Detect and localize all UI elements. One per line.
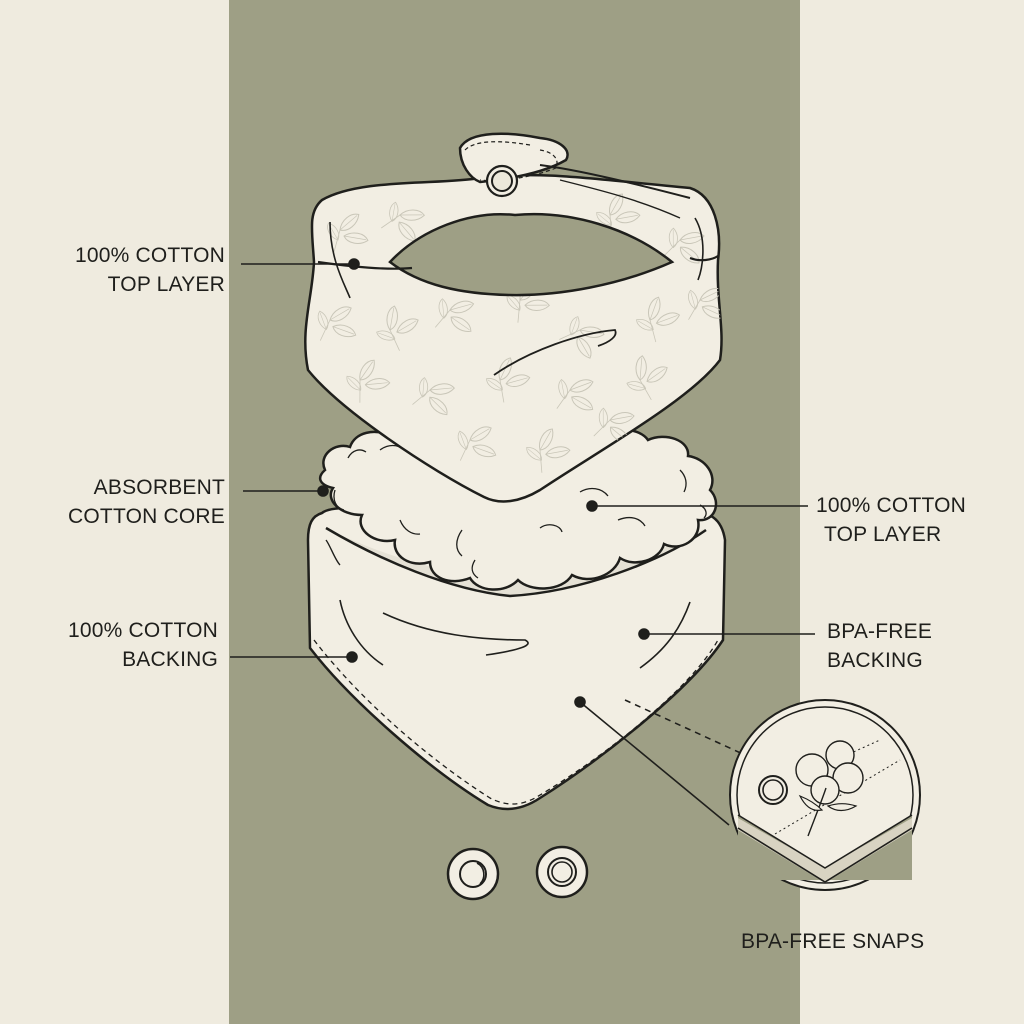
label-line: BACKING [827, 649, 923, 672]
label-cotton-top-layer-right: 100% COTTON TOP LAYER [816, 491, 966, 549]
label-line: 100% COTTON [74, 244, 225, 267]
label-line: 100% COTTON [816, 494, 967, 517]
label-line: COTTON CORE [68, 505, 225, 528]
patterned-top-layer [304, 132, 723, 503]
label-bpa-free-backing: BPA-FREE BACKING [827, 617, 932, 675]
label-line: BPA-FREE SNAPS [741, 930, 925, 953]
label-line: TOP LAYER [824, 523, 942, 546]
loose-snaps [446, 845, 589, 901]
backing-layer [306, 506, 727, 811]
label-absorbent-core: ABSORBENT COTTON CORE [68, 473, 225, 531]
label-cotton-top-layer-left: 100% COTTON TOP LAYER [75, 241, 225, 299]
label-cotton-backing: 100% COTTON BACKING [68, 616, 218, 674]
detail-inset [729, 699, 921, 891]
label-bpa-free-snaps: BPA-FREE SNAPS [741, 927, 924, 956]
label-line: TOP LAYER [107, 273, 225, 296]
label-line: 100% COTTON [67, 619, 218, 642]
label-line: BACKING [122, 648, 218, 671]
leader-lines [230, 258, 815, 826]
label-line: BPA-FREE [827, 620, 933, 643]
label-line: ABSORBENT [93, 476, 225, 499]
